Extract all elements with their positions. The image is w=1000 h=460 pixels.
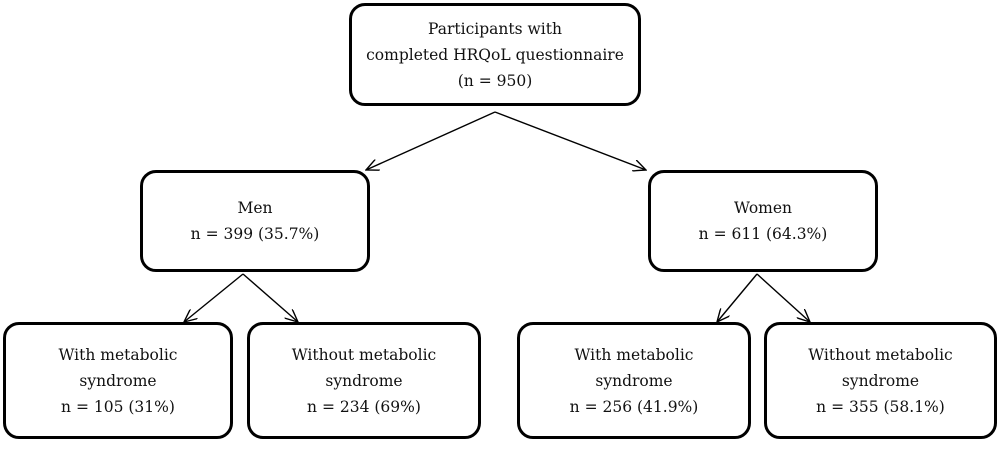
root-label-line1: Participants with [428, 19, 562, 38]
arrow-women-to-with [717, 273, 758, 322]
root-label-line2: completed HRQoL questionnaire [366, 45, 624, 64]
arrow-root-to-men [366, 111, 496, 170]
arrow-men-to-without [242, 273, 298, 322]
men-count: n = 399 (35.7%) [190, 225, 320, 243]
women-count: n = 611 (64.3%) [698, 225, 828, 243]
arrow-root-to-women [494, 111, 646, 170]
women-with-label-line1: With metabolic [574, 345, 694, 364]
men-without-count: n = 234 (69%) [307, 397, 421, 416]
arrow-men-to-with [184, 273, 244, 322]
men-box: Men n = 399 (35.7%) [140, 170, 370, 272]
root-participants-box: Participants with completed HRQoL questi… [349, 3, 641, 106]
women-with-metabolic-syndrome-box: With metabolic syndrome n = 256 (41.9%) [517, 322, 751, 439]
women-with-label-line2: syndrome [595, 371, 673, 390]
women-without-count: n = 355 (58.1%) [816, 397, 945, 416]
men-with-count: n = 105 (31%) [61, 397, 175, 416]
men-without-metabolic-syndrome-box: Without metabolic syndrome n = 234 (69%) [247, 322, 481, 439]
arrow-women-to-without [756, 273, 810, 322]
women-without-metabolic-syndrome-box: Without metabolic syndrome n = 355 (58.1… [764, 322, 997, 439]
men-with-label-line2: syndrome [79, 371, 157, 390]
women-without-label-line2: syndrome [841, 371, 920, 390]
women-label: Women [733, 199, 793, 217]
men-without-label-line1: Without metabolic [291, 345, 437, 364]
men-label: Men [237, 199, 273, 217]
men-without-label-line2: syndrome [325, 371, 403, 390]
root-count: (n = 950) [457, 71, 533, 90]
women-box: Women n = 611 (64.3%) [648, 170, 878, 272]
men-with-label-line1: With metabolic [58, 345, 178, 364]
women-with-count: n = 256 (41.9%) [569, 397, 699, 416]
women-without-label-line1: Without metabolic [808, 345, 953, 364]
men-with-metabolic-syndrome-box: With metabolic syndrome n = 105 (31%) [3, 322, 233, 439]
